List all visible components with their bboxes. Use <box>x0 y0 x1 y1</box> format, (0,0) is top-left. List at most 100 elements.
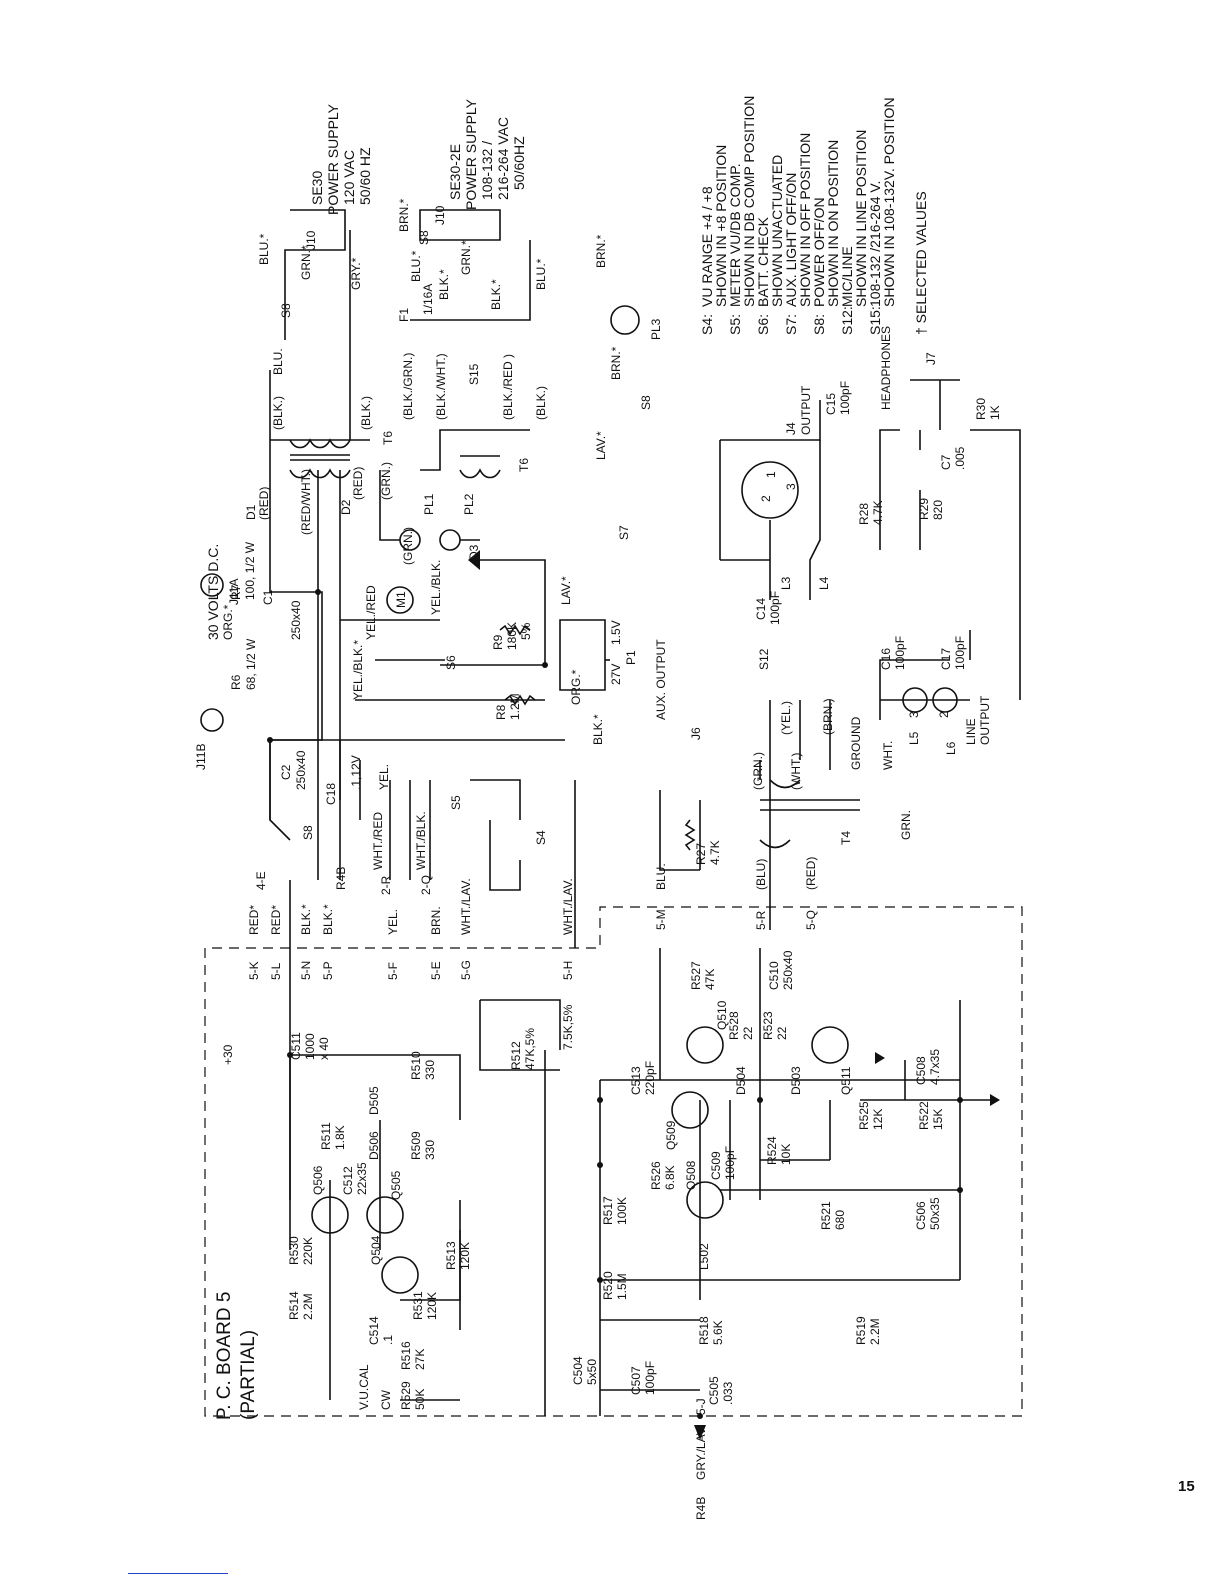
blk-paren-3: (BLK.) <box>534 386 548 420</box>
svg-text:108-132 /216-264 V.: 108-132 /216-264 V. <box>867 181 883 307</box>
r517-value: 100K <box>615 1197 629 1225</box>
c513-value: 220pF <box>643 1061 657 1095</box>
gry-star: GRY.* <box>349 257 363 290</box>
r518-label: R518 <box>697 1316 711 1345</box>
j11a-jack <box>200 573 224 597</box>
m1-label: M1 <box>394 591 408 608</box>
svg-text:S15:: S15: <box>867 306 883 335</box>
svg-text:SHOWN IN DB COMP POSITION: SHOWN IN DB COMP POSITION <box>741 96 757 307</box>
c15-value: 100pF <box>838 381 852 415</box>
wht-lav-2: WHT./LAV. <box>561 878 575 935</box>
r531-label: R531 <box>411 1291 425 1320</box>
c16-value: 100pF <box>893 636 907 670</box>
svg-text:MIC/LINE: MIC/LINE <box>839 246 855 307</box>
c18-label: C18 <box>324 783 338 805</box>
supply-voltage-label: 30 VOLTS D.C. <box>205 544 221 640</box>
r7-5k-value: 7.5K,5% <box>561 1004 575 1050</box>
q505-label: Q505 <box>389 1170 403 1200</box>
c510-value: 250x40 <box>781 950 795 990</box>
r516-value: 27K <box>413 1349 427 1370</box>
gry-lav: GRY./LAV. <box>694 1425 708 1480</box>
c511-value2: x 40 <box>317 1037 331 1060</box>
s6-label: S6 <box>444 655 458 670</box>
f1-value: 1/16A <box>421 284 435 315</box>
r511-label: R511 <box>319 1122 333 1150</box>
r520-value: 1.5M <box>615 1273 629 1300</box>
q506-label: Q506 <box>311 1165 325 1195</box>
r522-label: R522 <box>917 1101 931 1130</box>
r511-value: 1.8K <box>333 1125 347 1150</box>
r529-value: 50K <box>413 1389 427 1410</box>
svg-text:SHOWN IN OFF POSITION: SHOWN IN OFF POSITION <box>797 133 813 307</box>
c505-value: .033 <box>721 1381 735 1405</box>
r6-label: R6 <box>229 674 243 690</box>
c16-label: C16 <box>879 648 893 670</box>
c506-label: C506 <box>914 1201 928 1230</box>
blk-star-4: BLK.* <box>591 714 605 745</box>
c508-value: 4.7x35 <box>928 1049 942 1085</box>
svg-text:SHOWN IN ON POSITION: SHOWN IN ON POSITION <box>825 140 841 307</box>
yel-paren: (YEL.) <box>779 701 793 735</box>
r510-label: R510 <box>409 1051 423 1080</box>
s8-label-d: S8 <box>639 395 653 410</box>
c505-label: C505 <box>707 1376 721 1405</box>
r9-tolerance: 5% <box>519 622 533 640</box>
r525-label: R525 <box>857 1101 871 1130</box>
blk-star-5: BLK.* <box>299 904 313 935</box>
board-subtitle: (PARTIAL) <box>238 1330 259 1420</box>
r513-label: R513 <box>444 1241 458 1270</box>
r523-label: R523 <box>761 1011 775 1040</box>
blk-star-3: BLK.* <box>489 279 503 310</box>
c511-label: C511 <box>289 1032 303 1060</box>
d1-label: D1 <box>244 504 258 520</box>
pl1-label: PL1 <box>422 493 436 515</box>
svg-text:S6:: S6: <box>755 314 771 335</box>
l4-label: L4 <box>817 576 831 590</box>
svg-text:POWER SUPPLY: POWER SUPPLY <box>325 103 341 215</box>
d505-label: D505 <box>367 1086 381 1115</box>
t4-label: T4 <box>839 831 853 845</box>
r509-value: 330 <box>423 1140 437 1160</box>
board-title: P. C. BOARD 5 <box>214 1292 235 1420</box>
r7-label: R7 <box>229 584 243 600</box>
r509-label: R509 <box>409 1131 423 1160</box>
c14-value: 100pF <box>768 591 782 625</box>
j4-pin2: 2 <box>759 495 773 502</box>
ref-4e: 4-E <box>254 871 268 890</box>
j10-label-b: J10 <box>433 205 447 225</box>
blk-paren-2: (BLK.) <box>359 396 373 430</box>
r530-value: 220K <box>301 1237 315 1265</box>
c507-value: 100pF <box>643 1361 657 1395</box>
lo-pin3: 3 <box>907 711 921 718</box>
grn-star-1: GRN.* <box>299 245 313 280</box>
t6-label-a: T6 <box>381 431 395 445</box>
lav-wire-1: LAV.* <box>594 431 608 460</box>
r510-value: 330 <box>423 1060 437 1080</box>
r526-label: R526 <box>649 1161 663 1190</box>
se30-label: SE30 POWER SUPPLY 120 VAC 50/60 HZ <box>309 103 373 215</box>
svg-text:SHOWN UNACTUATED: SHOWN UNACTUATED <box>769 155 785 307</box>
j11b-jack <box>200 708 224 732</box>
wht-red: WHT./RED <box>371 812 385 870</box>
svg-text:SHOWN IN 108-132V. POSITION: SHOWN IN 108-132V. POSITION <box>881 97 897 307</box>
yel-wire-1: YEL. <box>377 764 391 790</box>
d2-label: D2 <box>339 499 353 515</box>
r28-value: 4.7K <box>871 500 885 525</box>
l3-label: L3 <box>779 576 793 590</box>
l502-label: L502 <box>697 1243 711 1270</box>
r30-label: R30 <box>974 398 988 420</box>
wht-paren: (WHT.) <box>789 753 803 790</box>
blu-star-2: BLU.* <box>409 250 423 282</box>
vucal-label: V.U.CAL <box>357 1364 371 1410</box>
blu-star-3: BLU.* <box>534 258 548 290</box>
brn-paren: (BRN.) <box>821 698 835 735</box>
ref-2q: 2-Q <box>419 875 433 895</box>
grn-wire: GRN. <box>899 810 913 840</box>
r4b-bottom: R4B <box>694 1497 708 1520</box>
j6-label: J6 <box>689 727 703 740</box>
selected-values-note: † SELECTED VALUES <box>913 191 929 335</box>
grn-star-2: GRN.* <box>459 240 473 275</box>
r521-value: 680 <box>833 1210 847 1230</box>
r29-label: R29 <box>917 498 931 520</box>
ref-2r: 2-R <box>379 875 393 895</box>
